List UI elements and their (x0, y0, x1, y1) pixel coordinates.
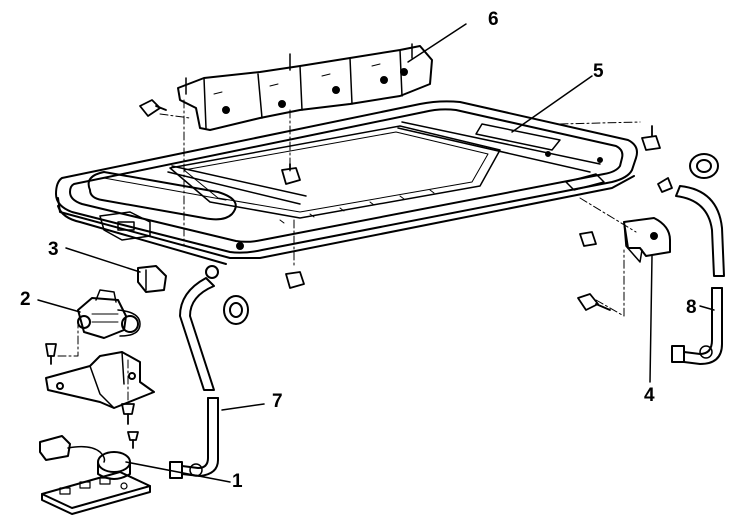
reinforcement-bracket (177, 43, 433, 131)
fasteners (45, 99, 673, 449)
sunroof-frame (55, 100, 638, 265)
switch-assembly (39, 435, 151, 515)
angle-bracket (623, 217, 671, 263)
callout-3: 3 (48, 239, 59, 260)
callout-8: 8 (686, 297, 697, 318)
callout-4: 4 (644, 385, 655, 406)
drain-hose-right (671, 153, 725, 365)
callout-6: 6 (488, 9, 499, 30)
callout-7: 7 (272, 391, 283, 412)
callout-2: 2 (20, 289, 31, 310)
callout-5: 5 (593, 61, 604, 82)
sunroof-motor (77, 289, 141, 339)
leader-lines (37, 23, 715, 483)
motor-bracket (45, 351, 155, 409)
alignment-lines (57, 99, 641, 401)
callout-1: 1 (232, 471, 243, 492)
relay-clip (137, 265, 167, 293)
drain-hose-left (169, 265, 249, 479)
